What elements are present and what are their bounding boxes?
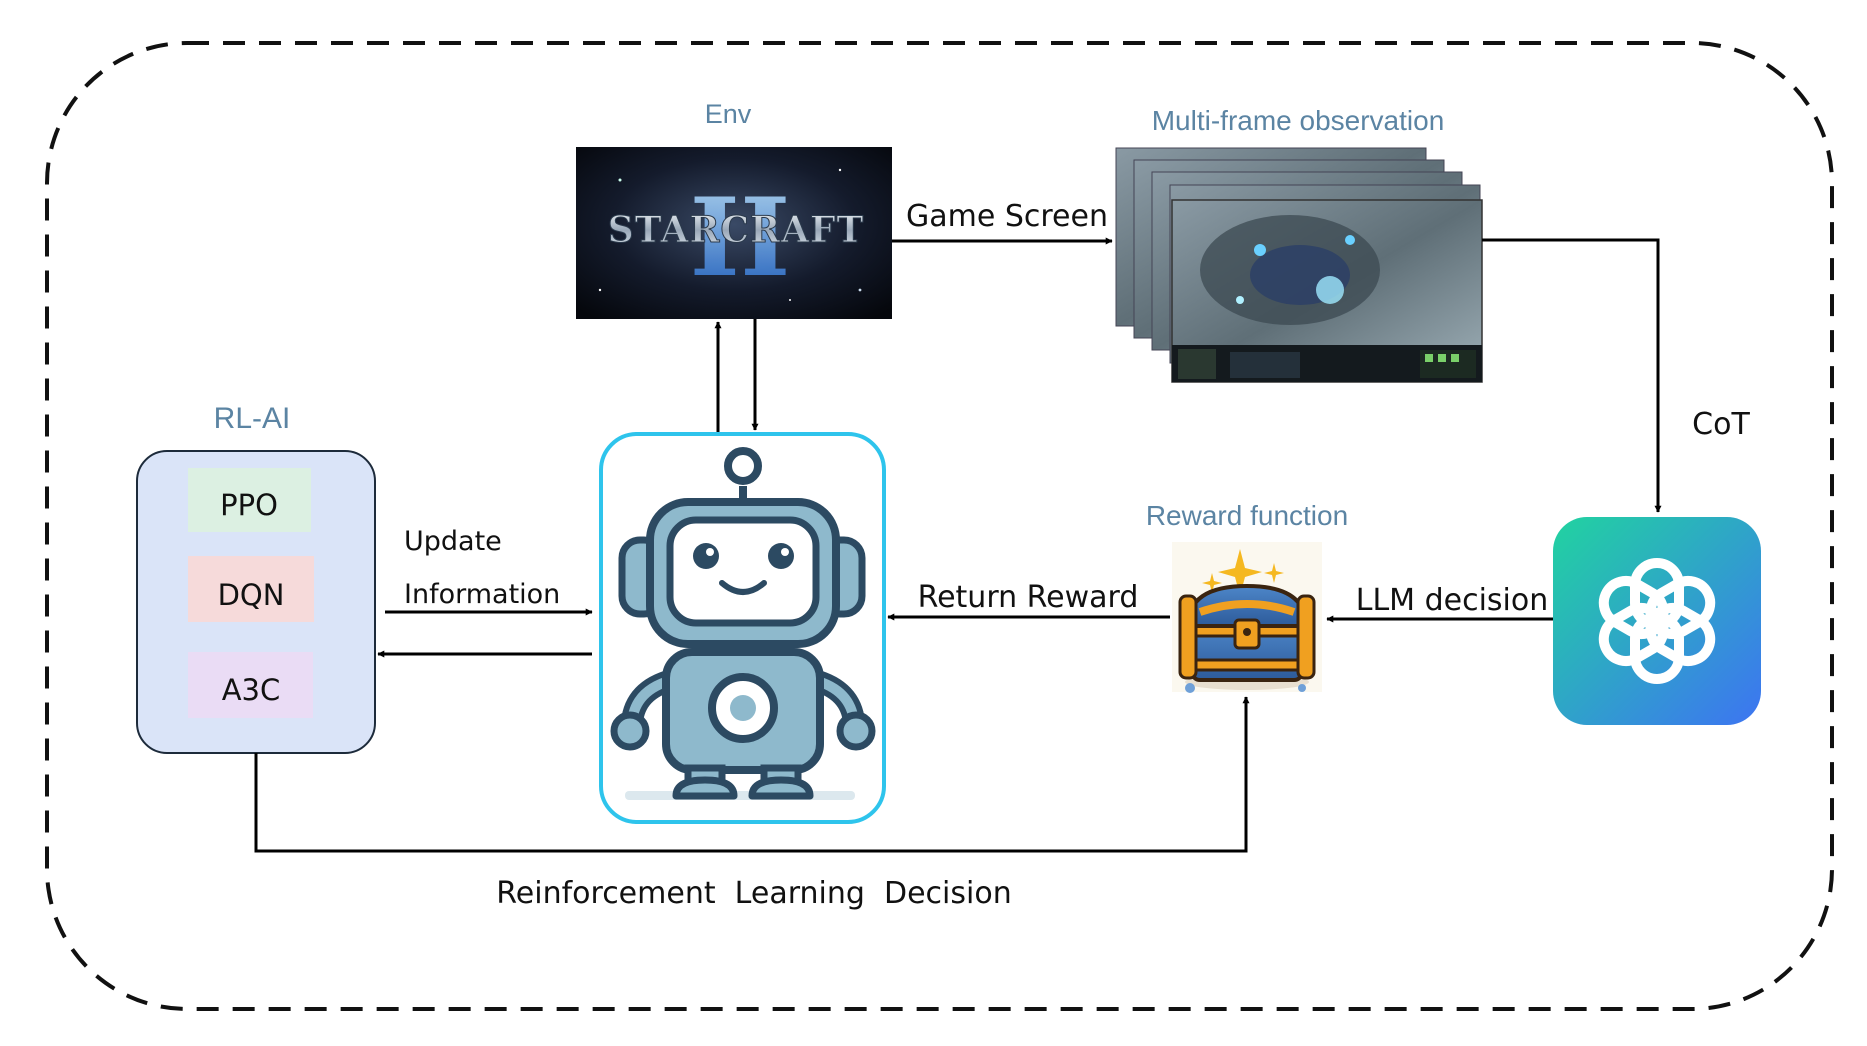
reward-label: Reward function — [1146, 500, 1348, 531]
cot-label: CoT — [1692, 407, 1750, 442]
rl-ai-label: RL-AI — [214, 402, 291, 435]
treasure-chest-icon — [1172, 542, 1322, 693]
return-reward-label: Return Reward — [918, 580, 1139, 615]
rl-decision-label: Reinforcement Learning Decision — [496, 876, 1011, 911]
edge-rl-decision — [254, 696, 1250, 853]
observation-label: Multi-frame observation — [1152, 105, 1445, 136]
information-label: Information — [404, 579, 560, 610]
edge-cot — [1482, 238, 1662, 513]
ppo-box — [188, 468, 311, 532]
starcraft-logo-icon: II STARCRAFT — [576, 147, 892, 319]
a3c-label: A3C — [222, 673, 281, 707]
game-frames-stack-icon — [1115, 147, 1483, 383]
starcraft-wordmark: STARCRAFT — [608, 209, 865, 251]
llm-decision-label: LLM decision — [1356, 583, 1549, 618]
a3c-box — [188, 652, 313, 718]
game-screen-label: Game Screen — [906, 199, 1108, 234]
env-label: Env — [705, 99, 752, 129]
ppo-label: PPO — [220, 488, 278, 522]
robot-icon — [599, 432, 886, 824]
starcraft-numeral: II — [689, 175, 790, 301]
openai-logo-icon — [1553, 517, 1761, 725]
dqn-label: DQN — [218, 578, 285, 612]
outer-dashed-boundary — [45, 41, 1834, 1011]
update-label: Update — [404, 526, 502, 557]
dqn-box — [188, 556, 314, 622]
